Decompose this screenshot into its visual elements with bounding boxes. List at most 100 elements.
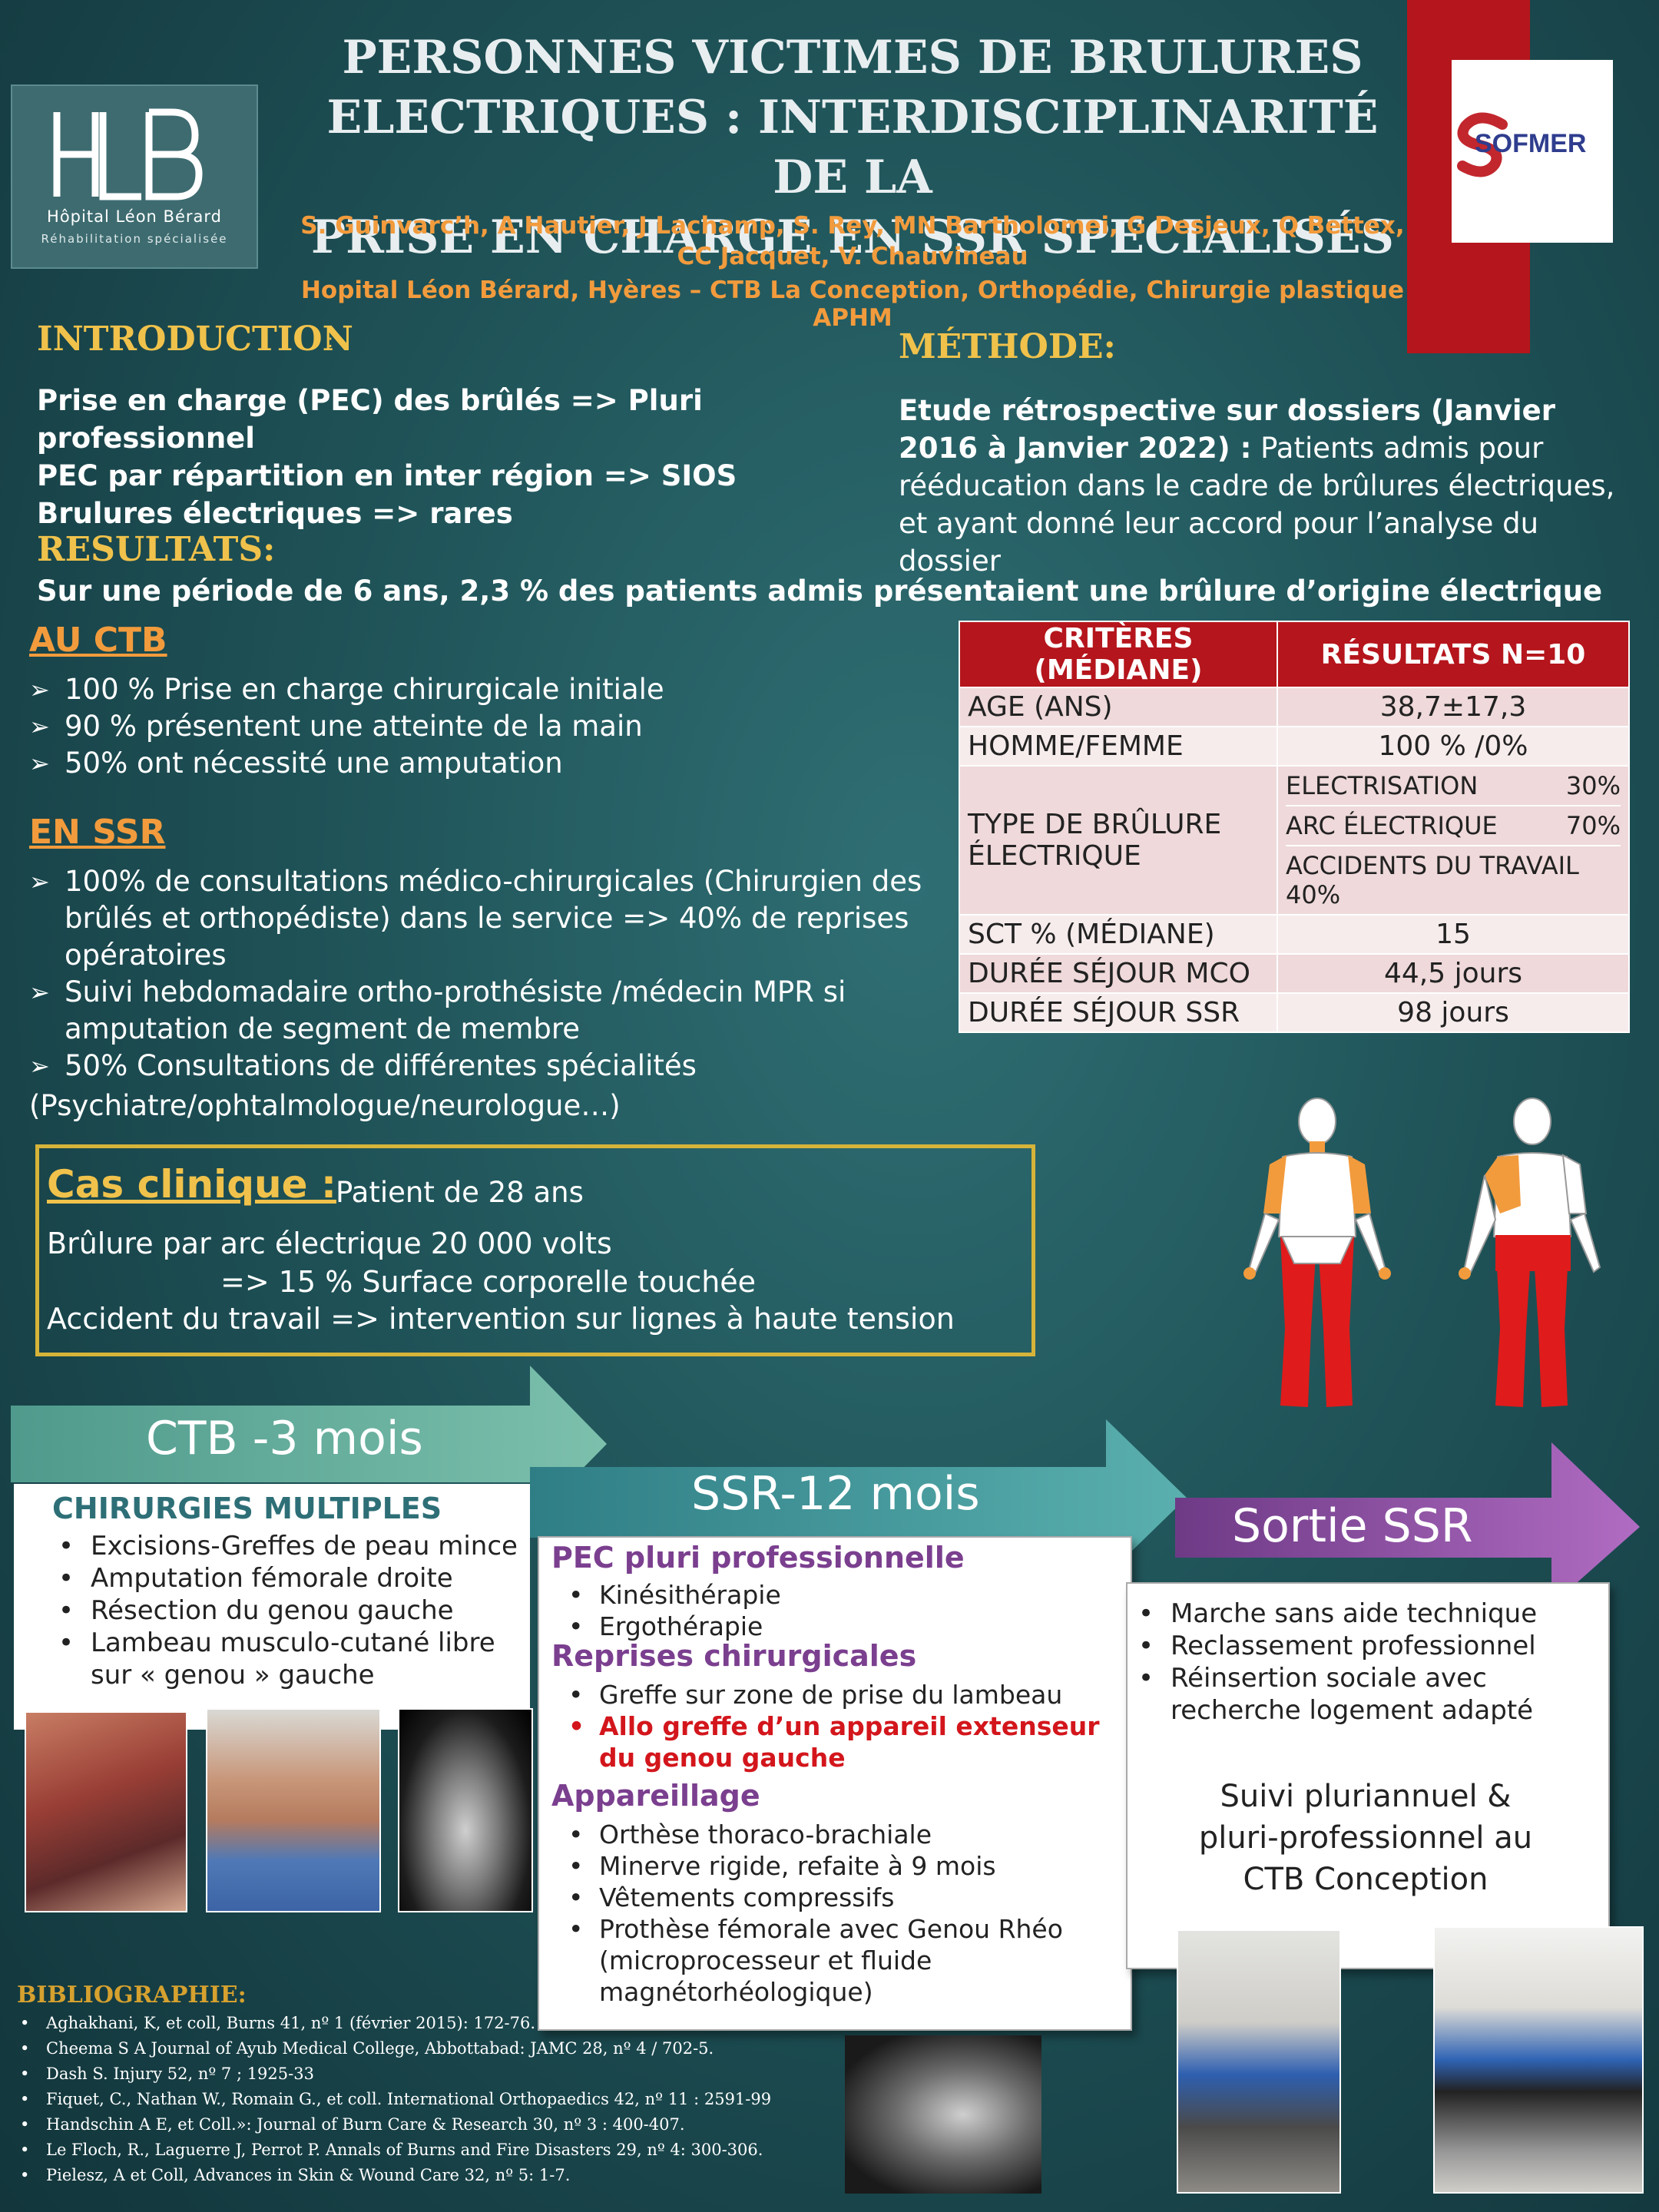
table-cell: DURÉE SÉJOUR SSR bbox=[959, 992, 1278, 1033]
list-item: Prothèse fémorale avec Genou Rhéo (micro… bbox=[539, 1913, 1108, 2008]
list-item: Reclassement professionnel bbox=[1128, 1630, 1604, 1662]
phase2-heading-pec: PEC pluri professionnelle bbox=[551, 1541, 965, 1575]
type-value: 70% bbox=[1565, 811, 1621, 840]
table-cell: HOMME/FEMME bbox=[959, 726, 1278, 767]
methode-heading: MÉTHODE: bbox=[899, 327, 1116, 366]
list-item-highlight: Allo greffe d’un appareil extenseur du g… bbox=[539, 1710, 1123, 1773]
patient-walking-photo bbox=[1177, 1929, 1341, 2194]
table-cell: 98 jours bbox=[1277, 992, 1630, 1033]
reference-item: Le Floch, R., Laguerre J, Perrot P. Anna… bbox=[17, 2137, 846, 2163]
title-line-3: PRISE EN CHARGE EN SSR SPECIALISÉS bbox=[311, 210, 1394, 264]
affiliation: Hopital Léon Bérard, Hyères – CTB La Con… bbox=[300, 276, 1405, 332]
list-item: Résection du genou gauche bbox=[48, 1594, 539, 1627]
body-back-figure bbox=[1459, 1098, 1601, 1407]
phase2-reprises-list: Greffe sur zone de prise du lambeau Allo… bbox=[539, 1679, 1123, 1773]
phase3-panel: Marche sans aide technique Reclassement … bbox=[1126, 1582, 1610, 1969]
reference-item: Dash S. Injury 52, nº 7 ; 1925-33 bbox=[17, 2061, 846, 2087]
phase3-list: Marche sans aide technique Reclassement … bbox=[1128, 1598, 1604, 1727]
intro-colon: : bbox=[327, 330, 334, 352]
table-header: CRITÈRES (MÉDIANE) bbox=[959, 621, 1278, 688]
phase1-list: Excisions-Greffes de peau mince Amputati… bbox=[48, 1530, 539, 1691]
phase1-panel: CHIRURGIES MULTIPLES Excisions-Greffes d… bbox=[14, 1475, 533, 2074]
intro-text: Prise en charge (PEC) des brûlés => Plur… bbox=[37, 382, 897, 532]
table-cell: 44,5 jours bbox=[1277, 953, 1630, 994]
list-item: 100% de consultations médico-chirurgical… bbox=[29, 863, 928, 974]
ssr-heading: EN SSR bbox=[29, 813, 166, 852]
list-item: Réinsertion sociale avec recherche logem… bbox=[1128, 1662, 1604, 1727]
resultats-summary: Sur une période de 6 ans, 2,3 % des pati… bbox=[37, 575, 1603, 608]
authors-line-2: CC Jacquet, V. Chauvineau bbox=[677, 243, 1028, 270]
list-item: Greffe sur zone de prise du lambeau bbox=[539, 1679, 1123, 1710]
knee-prosthesis-xray-photo bbox=[845, 2035, 1041, 2194]
table-cell: TYPE DE BRÛLURE ÉLECTRIQUE bbox=[959, 765, 1278, 916]
title-line-2: ELECTRIQUES : INTERDISCIPLINARITÉ DE LA bbox=[326, 91, 1379, 204]
type-label: ELECTRISATION bbox=[1286, 771, 1479, 800]
results-table: CRITÈRES (MÉDIANE) RÉSULTATS N=10 AGE (A… bbox=[959, 621, 1630, 1033]
ssr-tail: (Psychiatre/ophtalmologue/neurologue…) bbox=[29, 1089, 621, 1122]
phase2-panel: PEC pluri professionnelle Kinésithérapie… bbox=[538, 1536, 1132, 2031]
list-item: 100 % Prise en charge chirurgicale initi… bbox=[29, 671, 920, 708]
table-cell: 15 bbox=[1277, 914, 1630, 955]
burn-body-diagram bbox=[1243, 1098, 1601, 1407]
title-line-1: PERSONNES VICTIMES DE BRULURES bbox=[342, 31, 1363, 84]
case-line: Brûlure par arc électrique 20 000 volts bbox=[47, 1227, 612, 1260]
table-cell: SCT % (MÉDIANE) bbox=[959, 914, 1278, 955]
intro-line: Brulures électriques => rares bbox=[37, 497, 513, 530]
reference-item: Cheema S A Journal of Ayub Medical Colle… bbox=[17, 2036, 846, 2061]
patient-stairs-photo bbox=[1433, 1926, 1644, 2194]
type-row: ARC ÉLECTRIQUE 70% bbox=[1286, 806, 1621, 846]
reference-item: Pielesz, A et Coll, Advances in Skin & W… bbox=[17, 2163, 846, 2188]
methode-bold: Etude rétrospective sur dossiers (Janvie… bbox=[899, 394, 1555, 465]
patient-seated-photo bbox=[206, 1708, 381, 1912]
ssr-list: 100% de consultations médico-chirurgical… bbox=[29, 863, 928, 1084]
table-cell: DURÉE SÉJOUR MCO bbox=[959, 953, 1278, 994]
type-value: 30% bbox=[1565, 771, 1621, 800]
ctb-list: 100 % Prise en charge chirurgicale initi… bbox=[29, 671, 920, 782]
phase2-appareillage-list: Orthèse thoraco-brachiale Minerve rigide… bbox=[539, 1819, 1108, 2008]
table-cell: ELECTRISATION 30% ARC ÉLECTRIQUE 70% ACCID… bbox=[1277, 765, 1630, 916]
arrow-sortie bbox=[1175, 1442, 1640, 1605]
type-label: ACCIDENTS DU TRAVAIL bbox=[1286, 851, 1579, 880]
authors: S. Guinvarc’h, A Hautier, J Lachamp, S. … bbox=[300, 210, 1406, 272]
authors-line-1: S. Guinvarc’h, A Hautier, J Lachamp, S. … bbox=[300, 212, 1405, 240]
case-age: Patient de 28 ans bbox=[336, 1176, 584, 1209]
table-cell: 100 % /0% bbox=[1277, 726, 1630, 767]
table-header: RÉSULTATS N=10 bbox=[1277, 621, 1630, 688]
list-item: Orthèse thoraco-brachiale bbox=[539, 1819, 1108, 1850]
list-item: Excisions-Greffes de peau mince bbox=[48, 1530, 539, 1562]
case-line: Accident du travail => intervention sur … bbox=[47, 1302, 955, 1336]
phase2-heading-reprises: Reprises chirurgicales bbox=[551, 1639, 917, 1673]
phase2-heading-appareillage: Appareillage bbox=[551, 1779, 760, 1813]
hlb-monogram-icon bbox=[53, 108, 203, 200]
table-cell: 38,7±17,3 bbox=[1277, 687, 1630, 727]
case-title: Cas clinique : bbox=[47, 1162, 336, 1207]
type-label: ARC ÉLECTRIQUE bbox=[1286, 811, 1498, 840]
type-row: ELECTRISATION 30% bbox=[1286, 767, 1621, 806]
sofmer-swirl-icon bbox=[1457, 112, 1508, 177]
list-item: Marche sans aide technique bbox=[1128, 1598, 1604, 1630]
intro-heading: INTRODUCTION bbox=[37, 320, 353, 359]
reference-item: Aghakhani, K, et coll, Burns 41, nº 1 (f… bbox=[17, 2011, 846, 2036]
list-item: Suivi hebdomadaire ortho-prothésiste /mé… bbox=[29, 974, 928, 1048]
list-item: Vêtements compressifs bbox=[539, 1882, 1108, 1913]
intro-line: Prise en charge (PEC) des brûlés => Plur… bbox=[37, 384, 703, 455]
hlb-name: Hôpital Léon Bérard bbox=[47, 207, 222, 226]
intro-line: PEC par répartition en inter région => S… bbox=[37, 459, 737, 492]
list-item: Kinésithérapie bbox=[539, 1579, 1123, 1611]
ctb-heading: AU CTB bbox=[29, 621, 167, 660]
methode-rest: Patients admis pour rééducation dans le … bbox=[899, 432, 1615, 578]
methode-text: Etude rétrospective sur dossiers (Janvie… bbox=[899, 392, 1621, 580]
list-item: Amputation fémorale droite bbox=[48, 1562, 539, 1594]
list-item: Ergothérapie bbox=[539, 1611, 1123, 1642]
reference-item: Handschin A E, et Coll.»: Journal of Bur… bbox=[17, 2112, 846, 2137]
table-cell: AGE (ANS) bbox=[959, 687, 1278, 727]
phase3-followup: Suivi pluriannuel & pluri-professionnel … bbox=[1198, 1779, 1533, 1897]
list-item: 50% Consultations de différentes spécial… bbox=[29, 1048, 928, 1084]
arrow-ctb bbox=[11, 1366, 607, 1522]
phase3-label: Sortie SSR bbox=[1232, 1499, 1473, 1553]
resultats-heading: RESULTATS: bbox=[37, 530, 276, 569]
sofmer-wordmark: SOFMER bbox=[1475, 129, 1587, 158]
poster-title: PERSONNES VICTIMES DE BRULURES ELECTRIQU… bbox=[300, 28, 1406, 267]
phase2-pec-list: Kinésithérapie Ergothérapie bbox=[539, 1579, 1123, 1642]
